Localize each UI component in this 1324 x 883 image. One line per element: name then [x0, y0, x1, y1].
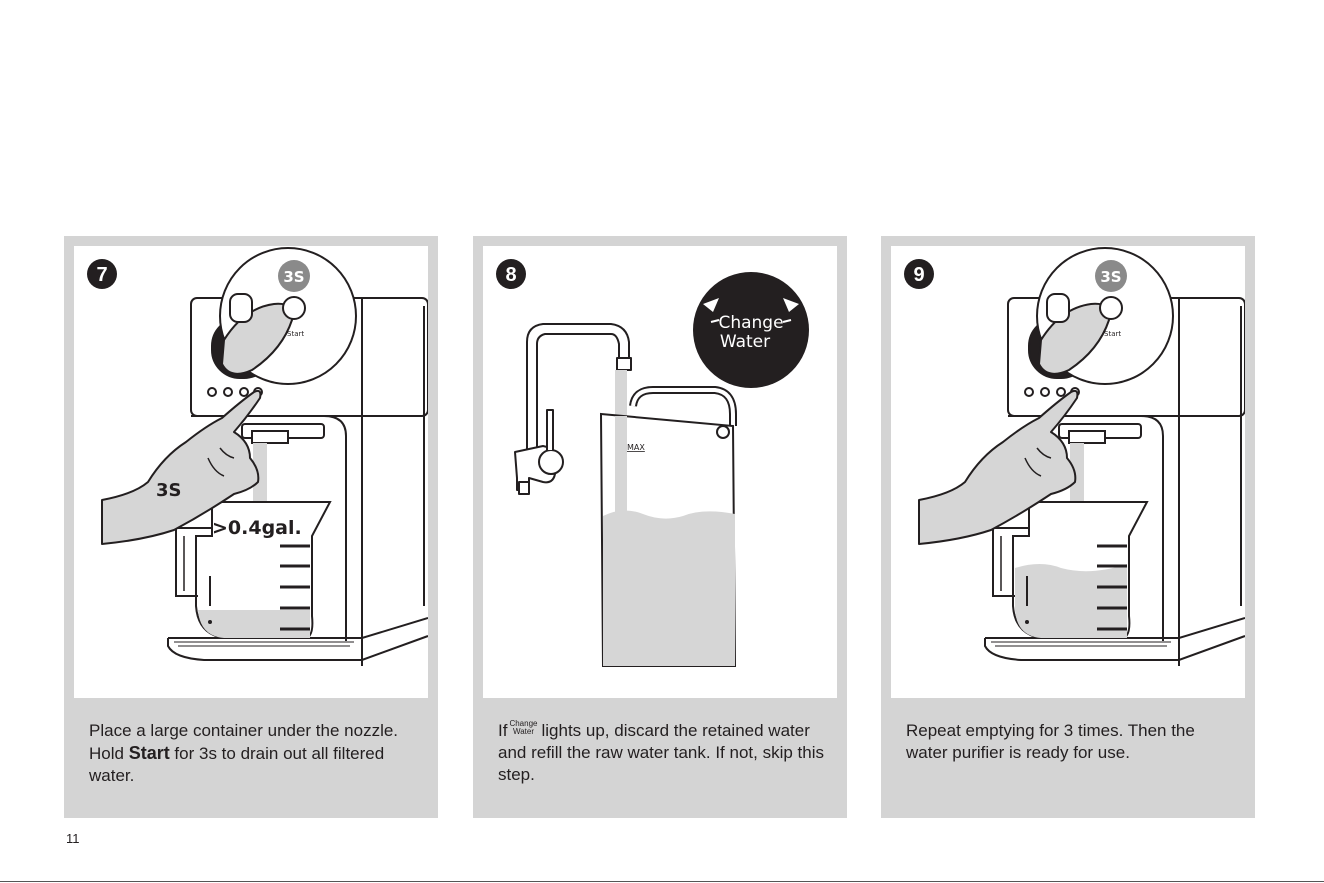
step-7-card: >0.4gal. 3S Start 3S 7 Place a large c	[64, 236, 438, 818]
step-9-caption: Repeat emptying for 3 times. Then the wa…	[906, 721, 1195, 762]
start-label: Start	[287, 330, 304, 338]
measuring-jug	[175, 501, 332, 639]
start-label: Start	[1104, 330, 1121, 338]
caption-text: If	[498, 721, 508, 740]
volume-label: >0.4gal.	[212, 517, 302, 539]
step-number-badge	[496, 259, 526, 289]
step-number: 8	[505, 264, 516, 286]
faucet	[514, 323, 632, 495]
caption-text: for 3s to drain out all filtered water.	[89, 744, 385, 785]
step-9-illustration: Start 3S 9	[891, 246, 1245, 698]
tank-max-label: MAX	[627, 443, 645, 452]
duration-badge: 3S	[1100, 268, 1121, 286]
hand	[918, 389, 1079, 545]
step-7-caption: Place a large container under the nozzle…	[89, 720, 424, 787]
raw-water-tank	[599, 386, 737, 667]
hand	[101, 389, 262, 545]
duration-badge: 3S	[283, 268, 304, 286]
step-number: 9	[913, 264, 924, 286]
zoom-callout	[219, 247, 357, 385]
hand-duration-label: 3S	[156, 480, 182, 501]
indicator-line-1: Change	[718, 313, 783, 333]
step-7-illustration: >0.4gal. 3S Start 3S 7	[74, 246, 428, 698]
step-8-illustration: MAX Change Water 8	[483, 246, 837, 698]
step-9-card: Start 3S 9 Repeat emptying for 3 times. …	[881, 236, 1255, 818]
step-number: 7	[96, 264, 107, 286]
change-water-indicator	[693, 272, 809, 388]
caption-text: lights up, discard the retained water an…	[498, 721, 824, 784]
page-number: 11	[66, 831, 80, 846]
indicator-line-2: Water	[720, 332, 770, 352]
caption-bold-start: Start	[128, 743, 170, 763]
water-stream-overlay	[615, 416, 627, 526]
step-number-badge	[87, 259, 117, 289]
zoom-callout	[1036, 247, 1174, 385]
step-number-badge	[904, 259, 934, 289]
page-divider	[0, 881, 1324, 882]
caption-text: Place a large container under the nozzle…	[89, 721, 399, 763]
measuring-jug	[992, 501, 1149, 639]
